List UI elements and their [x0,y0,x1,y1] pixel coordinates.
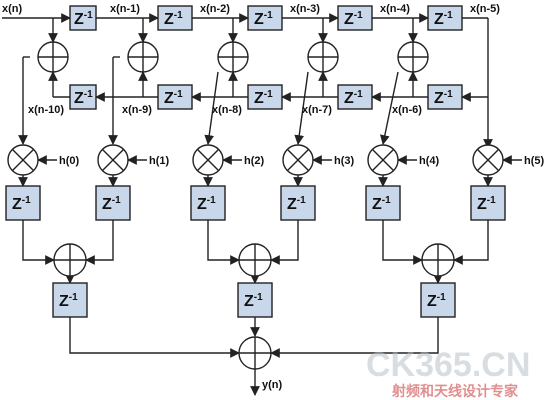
multiplier-1 [97,144,129,176]
svg-text:Z-1: Z-1 [164,10,183,28]
label-coef-2: h(2) [244,155,265,167]
adder-pre-2 [217,41,249,73]
adder-stage2-right [421,243,455,277]
label-rev-tap-10: x(n-10) [28,104,64,116]
svg-text:Z-1: Z-1 [74,89,93,107]
svg-text:Z-1: Z-1 [59,292,78,310]
multiplier-5 [472,144,504,176]
label-fwd-tap-5: x(n-5) [470,3,500,15]
delay-block-mul-4: Z-1 [365,185,401,221]
svg-text:Z-1: Z-1 [12,195,31,213]
adder-stage2-left [53,243,87,277]
svg-text:Z-1: Z-1 [427,292,446,310]
multiplier-2 [192,144,224,176]
label-fwd-tap-3: x(n-3) [290,3,320,15]
label-coef-1: h(1) [149,155,170,167]
label-fwd-tap-4: x(n-4) [380,3,410,15]
delay-block-fwd-1: Z-1 [69,5,97,31]
delay-block-sum-mid: Z-1 [237,282,273,318]
wires [2,13,522,396]
watermark-sub-text: 射频和天线设计专家 [391,383,519,400]
delay-block-rev-6: Z-1 [427,84,463,110]
delay-block-sum-left: Z-1 [52,282,88,318]
label-fwd-tap-1: x(n-1) [110,3,140,15]
svg-text:Z-1: Z-1 [477,195,496,213]
adder-pre-1 [127,41,159,73]
watermark-logo: CK365.CN 射频和天线设计专家 [366,346,530,400]
delay-block-fwd-4: Z-1 [337,5,373,31]
delay-block-mul-5: Z-1 [470,185,506,221]
delay-block-fwd-2: Z-1 [157,5,193,31]
adder-pre-4 [397,41,429,73]
svg-text:Z-1: Z-1 [74,10,93,28]
label-coef-4: h(4) [419,155,440,167]
svg-text:Z-1: Z-1 [102,195,121,213]
label-coef-3: h(3) [334,155,355,167]
svg-text:Z-1: Z-1 [344,10,363,28]
svg-text:Z-1: Z-1 [164,89,183,107]
svg-text:Z-1: Z-1 [287,195,306,213]
svg-text:Z-1: Z-1 [434,10,453,28]
multiplier-0 [7,144,39,176]
label-input: x(n) [2,3,23,15]
delay-block-mul-1: Z-1 [95,185,131,221]
svg-text:Z-1: Z-1 [434,89,453,107]
label-rev-tap-9: x(n-9) [122,104,152,116]
label-rev-tap-6: x(n-6) [392,104,422,116]
adder-final [238,336,272,370]
label-fwd-tap-2: x(n-2) [200,3,230,15]
multiplier-3 [282,144,314,176]
delay-block-mul-2: Z-1 [190,185,226,221]
label-output: y(n) [262,379,283,391]
delay-block-rev-9: Z-1 [157,84,193,110]
delay-block-sum-right: Z-1 [420,282,456,318]
multiplier-4 [367,144,399,176]
svg-text:Z-1: Z-1 [254,89,273,107]
svg-text:Z-1: Z-1 [244,292,263,310]
adder-pre-3 [307,41,339,73]
svg-text:Z-1: Z-1 [344,89,363,107]
delay-block-rev-8: Z-1 [247,84,283,110]
delay-block-fwd-5: Z-1 [427,5,463,31]
adder-pre-0 [37,41,69,73]
svg-text:Z-1: Z-1 [372,195,391,213]
label-rev-tap-8: x(n-8) [212,104,242,116]
delay-block-rev-7: Z-1 [337,84,373,110]
label-coef-0: h(0) [59,155,80,167]
svg-text:Z-1: Z-1 [254,10,273,28]
delay-block-mul-0: Z-1 [5,185,41,221]
delay-block-mul-3: Z-1 [280,185,316,221]
svg-text:Z-1: Z-1 [197,195,216,213]
watermark-main-text: CK365.CN [366,346,530,384]
label-rev-tap-7: x(n-7) [302,104,332,116]
delay-block-fwd-3: Z-1 [247,5,283,31]
delay-block-rev-10: Z-1 [69,84,97,110]
adder-stage2-mid [238,243,272,277]
label-coef-5: h(5) [524,155,545,167]
